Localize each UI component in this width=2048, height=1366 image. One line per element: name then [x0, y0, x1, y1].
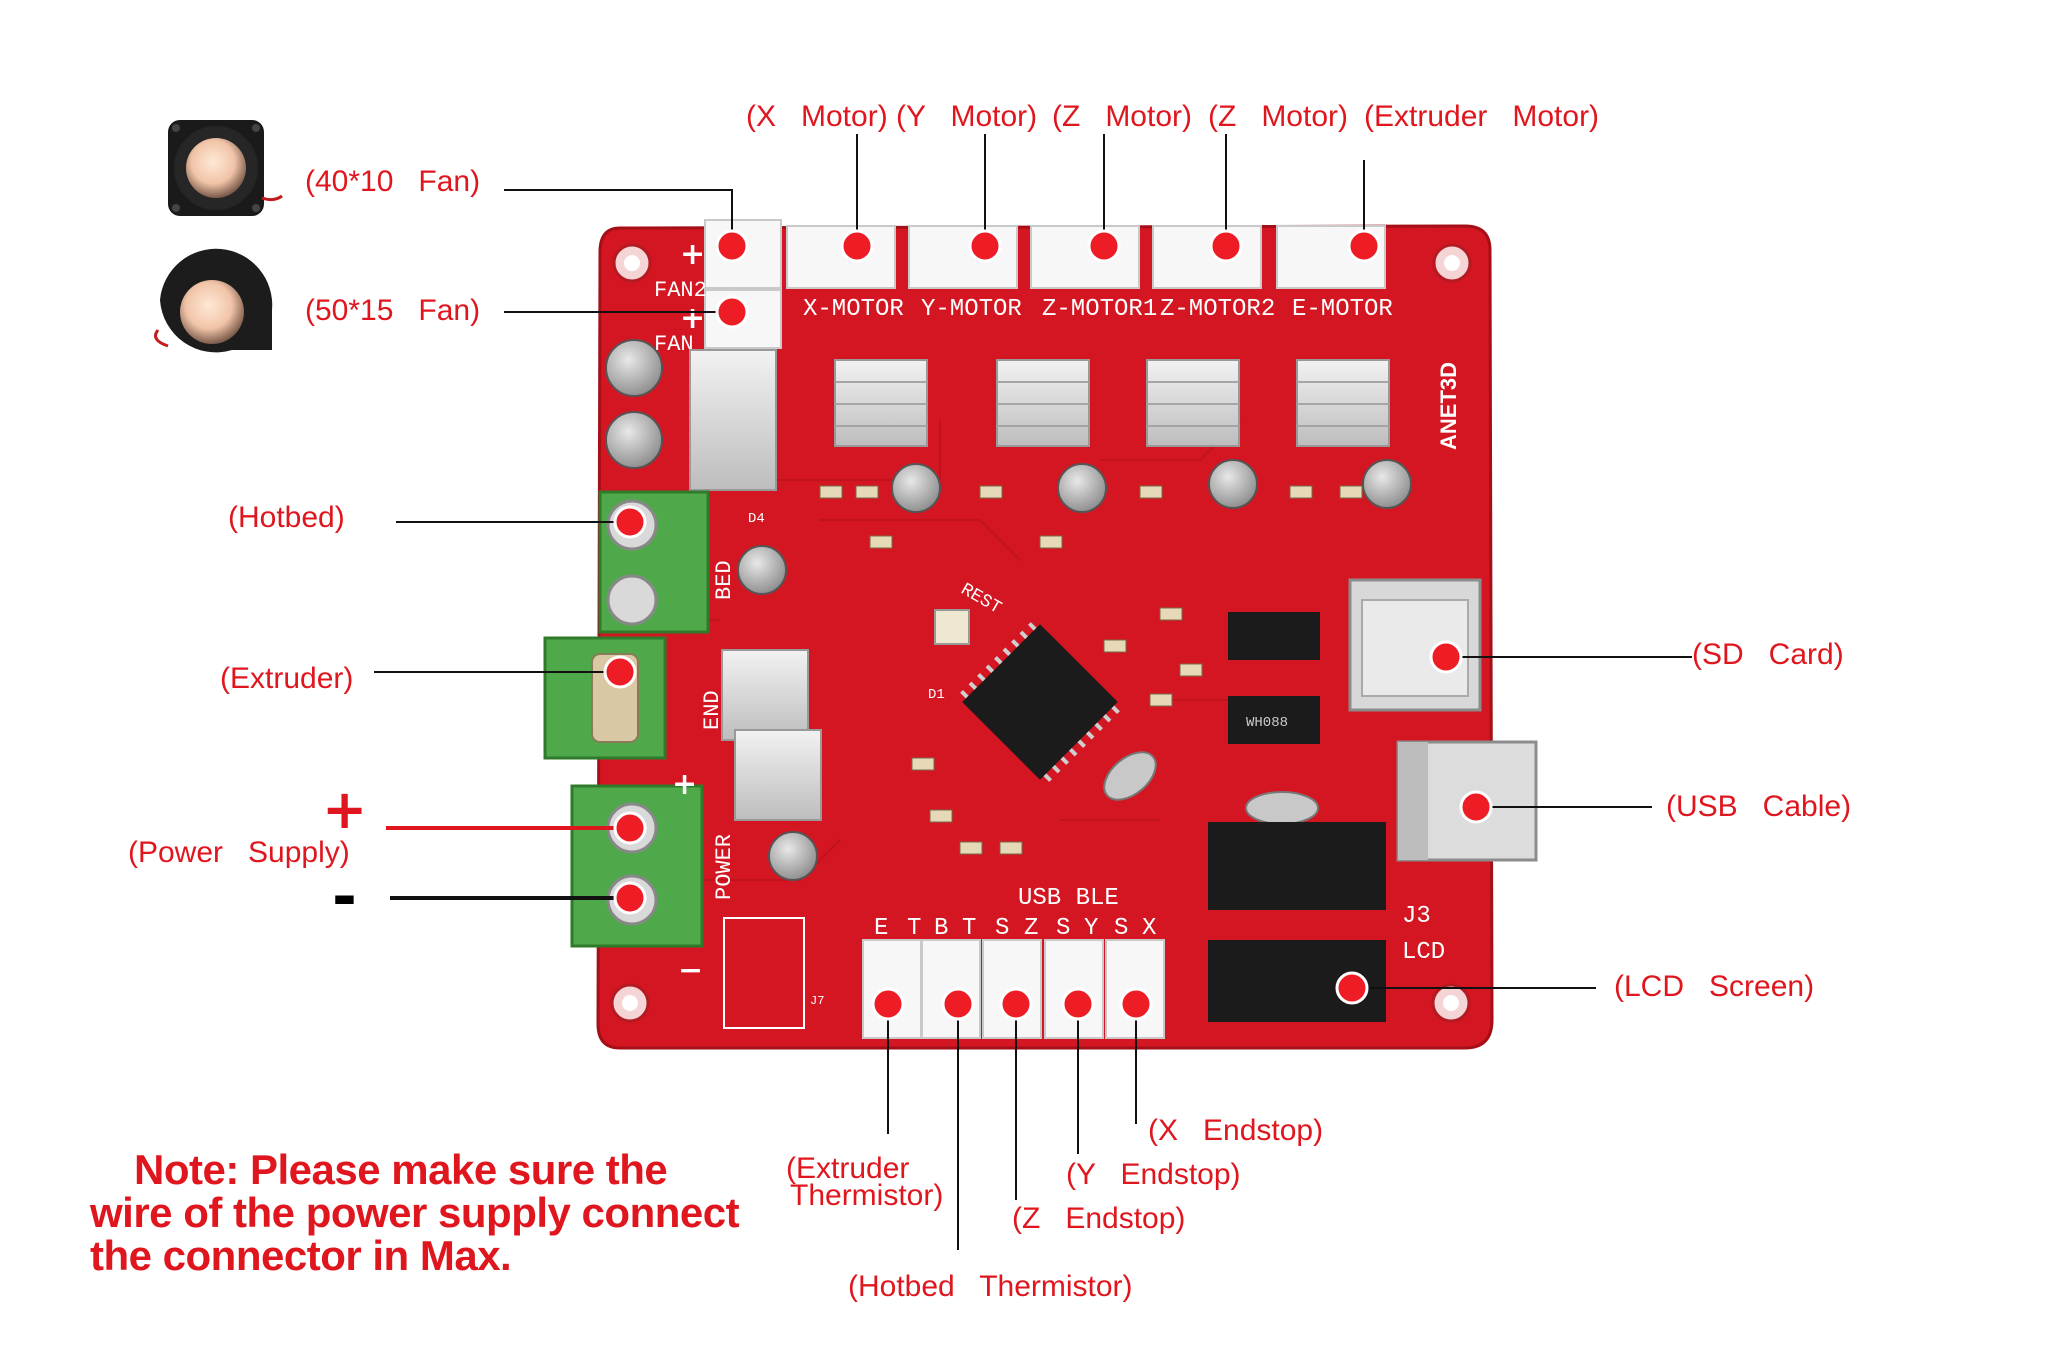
leader-lines	[374, 134, 1692, 1250]
label-fan-50x15: (50*15 Fan)	[305, 294, 481, 327]
microcontroller-chip	[960, 622, 1120, 782]
svg-text:S: S	[1114, 915, 1128, 942]
label-hotbed-thermistor: (Hotbed Thermistor)	[848, 1270, 1133, 1303]
e-motor-silkscreen: E-MOTOR	[1292, 296, 1393, 323]
j7-outline	[723, 917, 805, 1029]
note-line-1: Note: Please make sure the	[134, 1146, 668, 1193]
lcd-silkscreen: LCD	[1402, 939, 1445, 966]
endstop-pin-labels: E T B T S Z S Y S X	[874, 915, 1156, 942]
label-z-motor-2: (Z Motor)	[1208, 100, 1348, 133]
svg-text:+: +	[672, 767, 697, 802]
svg-text:S: S	[995, 915, 1009, 942]
label-sd-card: (SD Card)	[1692, 638, 1844, 671]
z-motor1-silkscreen: Z-MOTOR1	[1042, 296, 1157, 323]
usb-ble-silkscreen: USB BLE	[1018, 885, 1119, 912]
label-y-motor: (Y Motor)	[896, 100, 1038, 133]
smd-components	[819, 485, 1363, 855]
power-supply-note: Note: Please make sure the wire of the p…	[90, 1146, 740, 1279]
svg-text:T: T	[962, 915, 976, 942]
label-lcd-screen: (LCD Screen)	[1614, 970, 1815, 1003]
bed-silkscreen: BED	[712, 560, 737, 600]
power-plus-sign: +	[322, 778, 368, 841]
label-extruder: (Extruder)	[220, 662, 354, 695]
fan-silkscreen: FAN	[654, 332, 694, 357]
svg-text:+: +	[680, 237, 705, 272]
fan-40x10-icon	[168, 120, 283, 216]
marker-dots	[603, 229, 1493, 1021]
label-x-motor: (X Motor)	[746, 100, 888, 133]
svg-text:S: S	[1056, 915, 1070, 942]
z-motor2-silkscreen: Z-MOTOR2	[1160, 296, 1275, 323]
label-extruder-thermistor-line1: (Extruder	[786, 1152, 910, 1185]
svg-text:E: E	[874, 915, 888, 942]
label-z-motor-1: (Z Motor)	[1052, 100, 1192, 133]
label-x-endstop: (X Endstop)	[1148, 1114, 1324, 1147]
d1-silkscreen: D1	[928, 687, 945, 703]
label-extruder-motor: (Extruder Motor)	[1364, 100, 1600, 133]
label-extruder-thermistor-line2: Thermistor)	[790, 1179, 944, 1212]
d4-silkscreen: D4	[748, 511, 765, 527]
capacitors	[605, 339, 1412, 881]
power-silkscreen: POWER	[712, 834, 737, 900]
svg-text:+: +	[680, 301, 705, 336]
label-z-endstop: (Z Endstop)	[1012, 1202, 1186, 1235]
driver-chip-u8	[1228, 612, 1320, 660]
svg-text:Z: Z	[1024, 915, 1038, 942]
crystal-2	[1245, 791, 1319, 825]
crystal	[1103, 751, 1157, 801]
svg-text:Y: Y	[1084, 915, 1098, 942]
j7-silkscreen: J7	[810, 994, 824, 1008]
label-power-supply: (Power Supply)	[128, 836, 350, 869]
svg-text:−: −	[678, 953, 703, 988]
x-motor-silkscreen: X-MOTOR	[803, 296, 904, 323]
svg-text:X: X	[1142, 915, 1156, 942]
fan-50x15-blower-icon	[154, 248, 273, 353]
label-fan-40x10: (40*10 Fan)	[305, 165, 481, 198]
svg-text:B: B	[934, 915, 948, 942]
svg-text:T: T	[907, 915, 921, 942]
motor-header-row	[786, 225, 1386, 289]
j3-header	[1208, 822, 1386, 910]
pcb-board: X-MOTOR Y-MOTOR Z-MOTOR1 Z-MOTOR2 E-MOTO…	[543, 219, 1538, 1050]
end-silkscreen: END	[700, 690, 725, 730]
j3-silkscreen: J3	[1402, 903, 1431, 930]
chip-wh088-label: WH088	[1246, 715, 1288, 731]
label-hotbed: (Hotbed)	[228, 501, 345, 534]
label-usb-cable: (USB Cable)	[1666, 790, 1852, 823]
power-minus-sign: -	[332, 862, 357, 932]
note-line-3: the connector in Max.	[90, 1232, 512, 1279]
note-line-2: wire of the power supply connect	[90, 1189, 740, 1236]
label-y-endstop: (Y Endstop)	[1066, 1158, 1241, 1191]
chip-wh088	[1228, 696, 1320, 744]
fan2-silkscreen: FAN2	[654, 278, 707, 303]
anet3d-brand: ANET3D	[1436, 362, 1461, 450]
reset-button	[934, 609, 970, 645]
y-motor-silkscreen: Y-MOTOR	[921, 296, 1022, 323]
driver-heatsinks	[689, 349, 1390, 821]
